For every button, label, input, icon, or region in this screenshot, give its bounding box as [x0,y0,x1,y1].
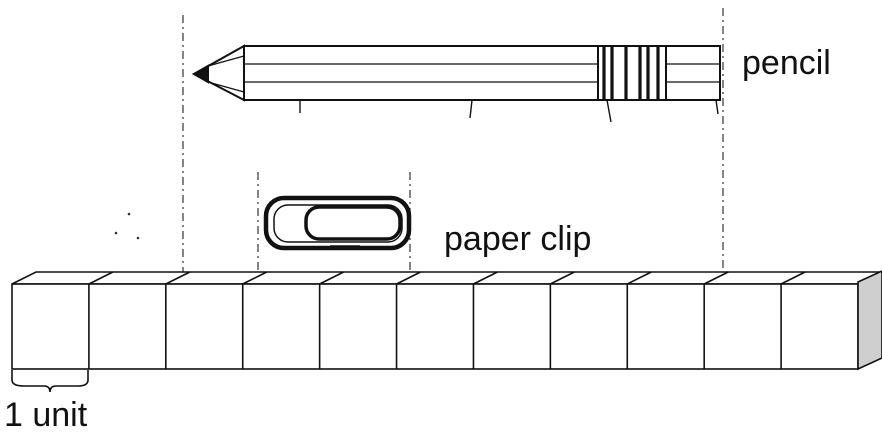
unit-cube [395,271,421,369]
unit-cube [241,271,268,369]
pencil-tick-marks [299,99,719,123]
unit-cube [549,271,575,369]
pencil [191,44,721,123]
bar-top-face [11,271,882,285]
unit-cube [780,271,806,369]
pencil-ferrule [597,45,667,101]
stray-dots [114,212,140,240]
bar-end-face [857,270,882,371]
paper-clip-inner-loop [304,205,402,241]
unit-label: 1 unit [4,396,88,434]
paper-clip-label: paper clip [444,220,592,258]
paper-clip-outer-loop [263,195,412,251]
pencil-label: pencil [742,44,831,82]
pencil-lead [191,64,209,84]
unit-cube [165,271,191,369]
pencil-ferrule-bands [602,46,660,100]
unit-cube [472,271,498,369]
bar-front-face [11,283,859,370]
unit-cube [626,271,652,369]
paper-clip-middle-loop [273,204,403,243]
paper-clip [263,195,412,251]
unit-cube [318,271,344,369]
unit-cube [88,271,114,369]
unit-cube [703,271,729,369]
unit-cube-bar [11,271,882,370]
unit-brace [11,370,89,393]
